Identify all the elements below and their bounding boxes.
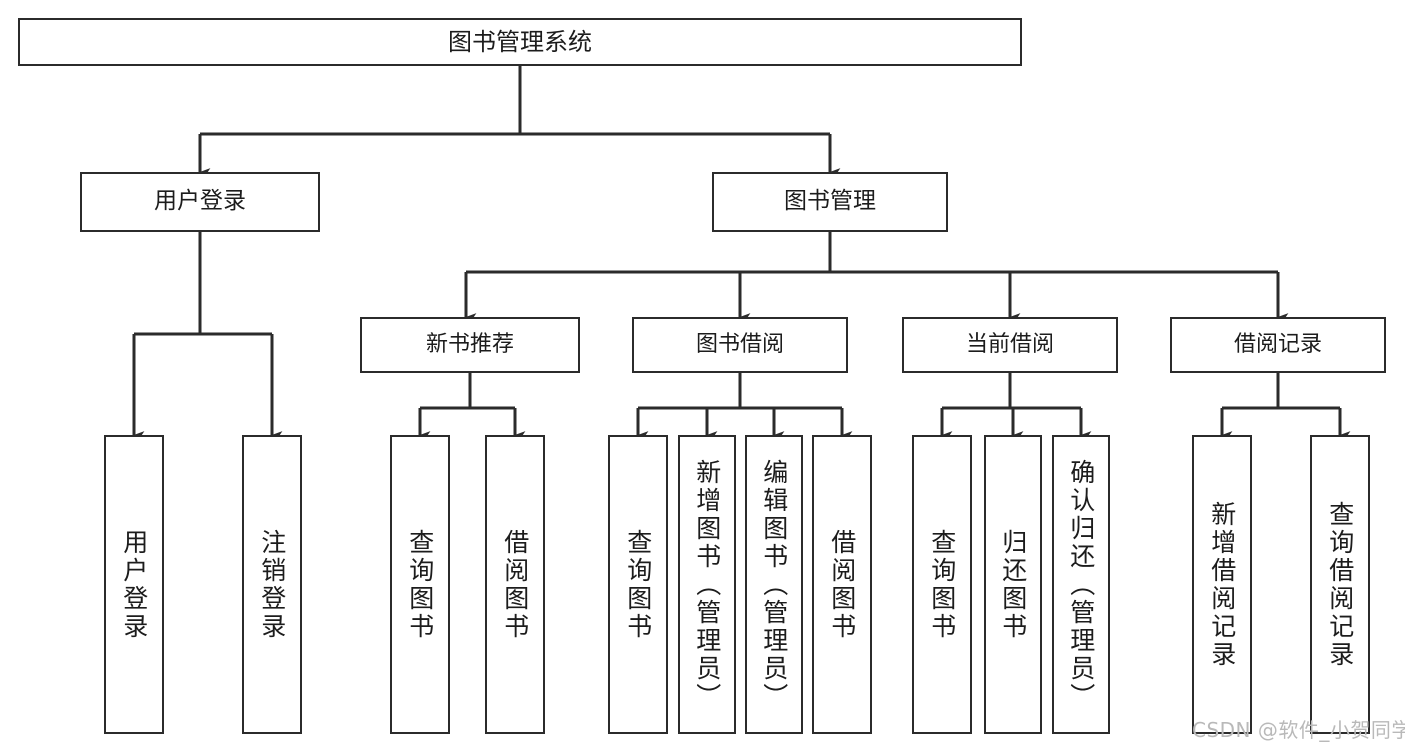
node-leaf-query-book-2[interactable]: 查询图书 — [608, 435, 668, 734]
node-leaf-query-book-1-label: 查询图书 — [405, 528, 435, 641]
node-new-book-rec-label: 新书推荐 — [425, 332, 514, 358]
node-leaf-add-record[interactable]: 新增借阅记录 — [1192, 435, 1252, 734]
node-leaf-confirm-return-label: 确认归还（管理员） — [1066, 458, 1096, 711]
node-leaf-borrow-book-2[interactable]: 借阅图书 — [812, 435, 872, 734]
node-leaf-borrow-book-2-label: 借阅图书 — [827, 528, 857, 641]
node-leaf-query-book-1[interactable]: 查询图书 — [390, 435, 450, 734]
node-root[interactable]: 图书管理系统 — [18, 18, 1022, 66]
node-book-borrow[interactable]: 图书借阅 — [632, 317, 848, 373]
node-root-label: 图书管理系统 — [448, 27, 592, 56]
node-leaf-add-book-label: 新增图书（管理员） — [692, 458, 722, 711]
node-leaf-logout-login[interactable]: 注销登录 — [242, 435, 302, 734]
node-current-borrow-label: 当前借阅 — [965, 332, 1054, 358]
node-leaf-return-book[interactable]: 归还图书 — [984, 435, 1042, 734]
node-leaf-add-book[interactable]: 新增图书（管理员） — [678, 435, 736, 734]
node-leaf-confirm-return[interactable]: 确认归还（管理员） — [1052, 435, 1110, 734]
node-leaf-query-record[interactable]: 查询借阅记录 — [1310, 435, 1370, 734]
node-user-login-label: 用户登录 — [154, 188, 246, 215]
node-leaf-user-login[interactable]: 用户登录 — [104, 435, 164, 734]
node-leaf-user-login-label: 用户登录 — [119, 528, 149, 641]
node-leaf-query-book-2-label: 查询图书 — [623, 528, 653, 641]
node-leaf-logout-login-label: 注销登录 — [257, 528, 287, 641]
node-borrow-record[interactable]: 借阅记录 — [1170, 317, 1386, 373]
node-leaf-query-book-3[interactable]: 查询图书 — [912, 435, 972, 734]
node-borrow-record-label: 借阅记录 — [1233, 332, 1322, 358]
csdn-watermark: CSDN @软件_小贺同学 — [1192, 718, 1405, 742]
node-user-login[interactable]: 用户登录 — [80, 172, 320, 232]
node-book-manage-label: 图书管理 — [784, 188, 876, 215]
node-leaf-edit-book[interactable]: 编辑图书（管理员） — [745, 435, 803, 734]
node-book-manage[interactable]: 图书管理 — [712, 172, 948, 232]
node-leaf-query-record-label: 查询借阅记录 — [1325, 500, 1355, 669]
node-new-book-rec[interactable]: 新书推荐 — [360, 317, 580, 373]
node-leaf-borrow-book-1-label: 借阅图书 — [500, 528, 530, 641]
node-current-borrow[interactable]: 当前借阅 — [902, 317, 1118, 373]
node-leaf-add-record-label: 新增借阅记录 — [1207, 500, 1237, 669]
node-leaf-borrow-book-1[interactable]: 借阅图书 — [485, 435, 545, 734]
node-leaf-return-book-label: 归还图书 — [998, 528, 1028, 641]
node-leaf-query-book-3-label: 查询图书 — [927, 528, 957, 641]
node-book-borrow-label: 图书借阅 — [695, 332, 784, 358]
node-leaf-edit-book-label: 编辑图书（管理员） — [759, 458, 789, 711]
